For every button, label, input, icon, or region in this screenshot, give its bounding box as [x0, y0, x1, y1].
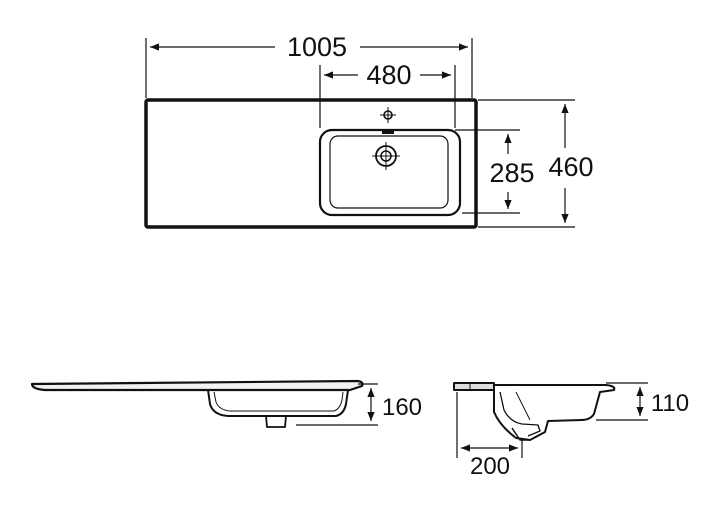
dimension-label-basin-depth: 285 — [489, 158, 534, 188]
side-drain-stub — [511, 427, 528, 441]
dimension-label-basin-width: 480 — [366, 60, 411, 90]
dimension-basin-depth — [455, 129, 520, 214]
dimension-total-depth — [478, 99, 575, 228]
front-view — [30, 379, 364, 428]
side-wall-bracket — [453, 382, 495, 391]
dimension-total-width — [145, 38, 473, 98]
basin-bowl-inner — [329, 135, 449, 209]
dimension-front-height — [296, 383, 378, 426]
dimension-label-side-height: 110 — [651, 390, 689, 417]
dimension-basin-width — [319, 65, 456, 128]
side-outer-profile — [493, 384, 616, 441]
plan-view — [144, 98, 478, 229]
dimension-label-side-depth: 200 — [470, 453, 510, 480]
front-waste-outlet — [265, 415, 287, 428]
dimension-side-depth — [456, 392, 523, 458]
side-view — [453, 382, 616, 441]
overflow-slot — [382, 130, 394, 134]
dimension-side-height — [596, 382, 648, 421]
dimension-label-front-height: 160 — [382, 394, 422, 421]
front-slab — [30, 379, 364, 392]
countertop-outline — [144, 98, 478, 229]
dimension-label-total-depth: 460 — [548, 152, 593, 182]
dimension-label-total-width: 1005 — [287, 32, 347, 62]
front-bowl-profile — [207, 389, 349, 417]
basin-bowl-outer — [318, 128, 462, 217]
side-inner-bowl — [499, 391, 541, 437]
